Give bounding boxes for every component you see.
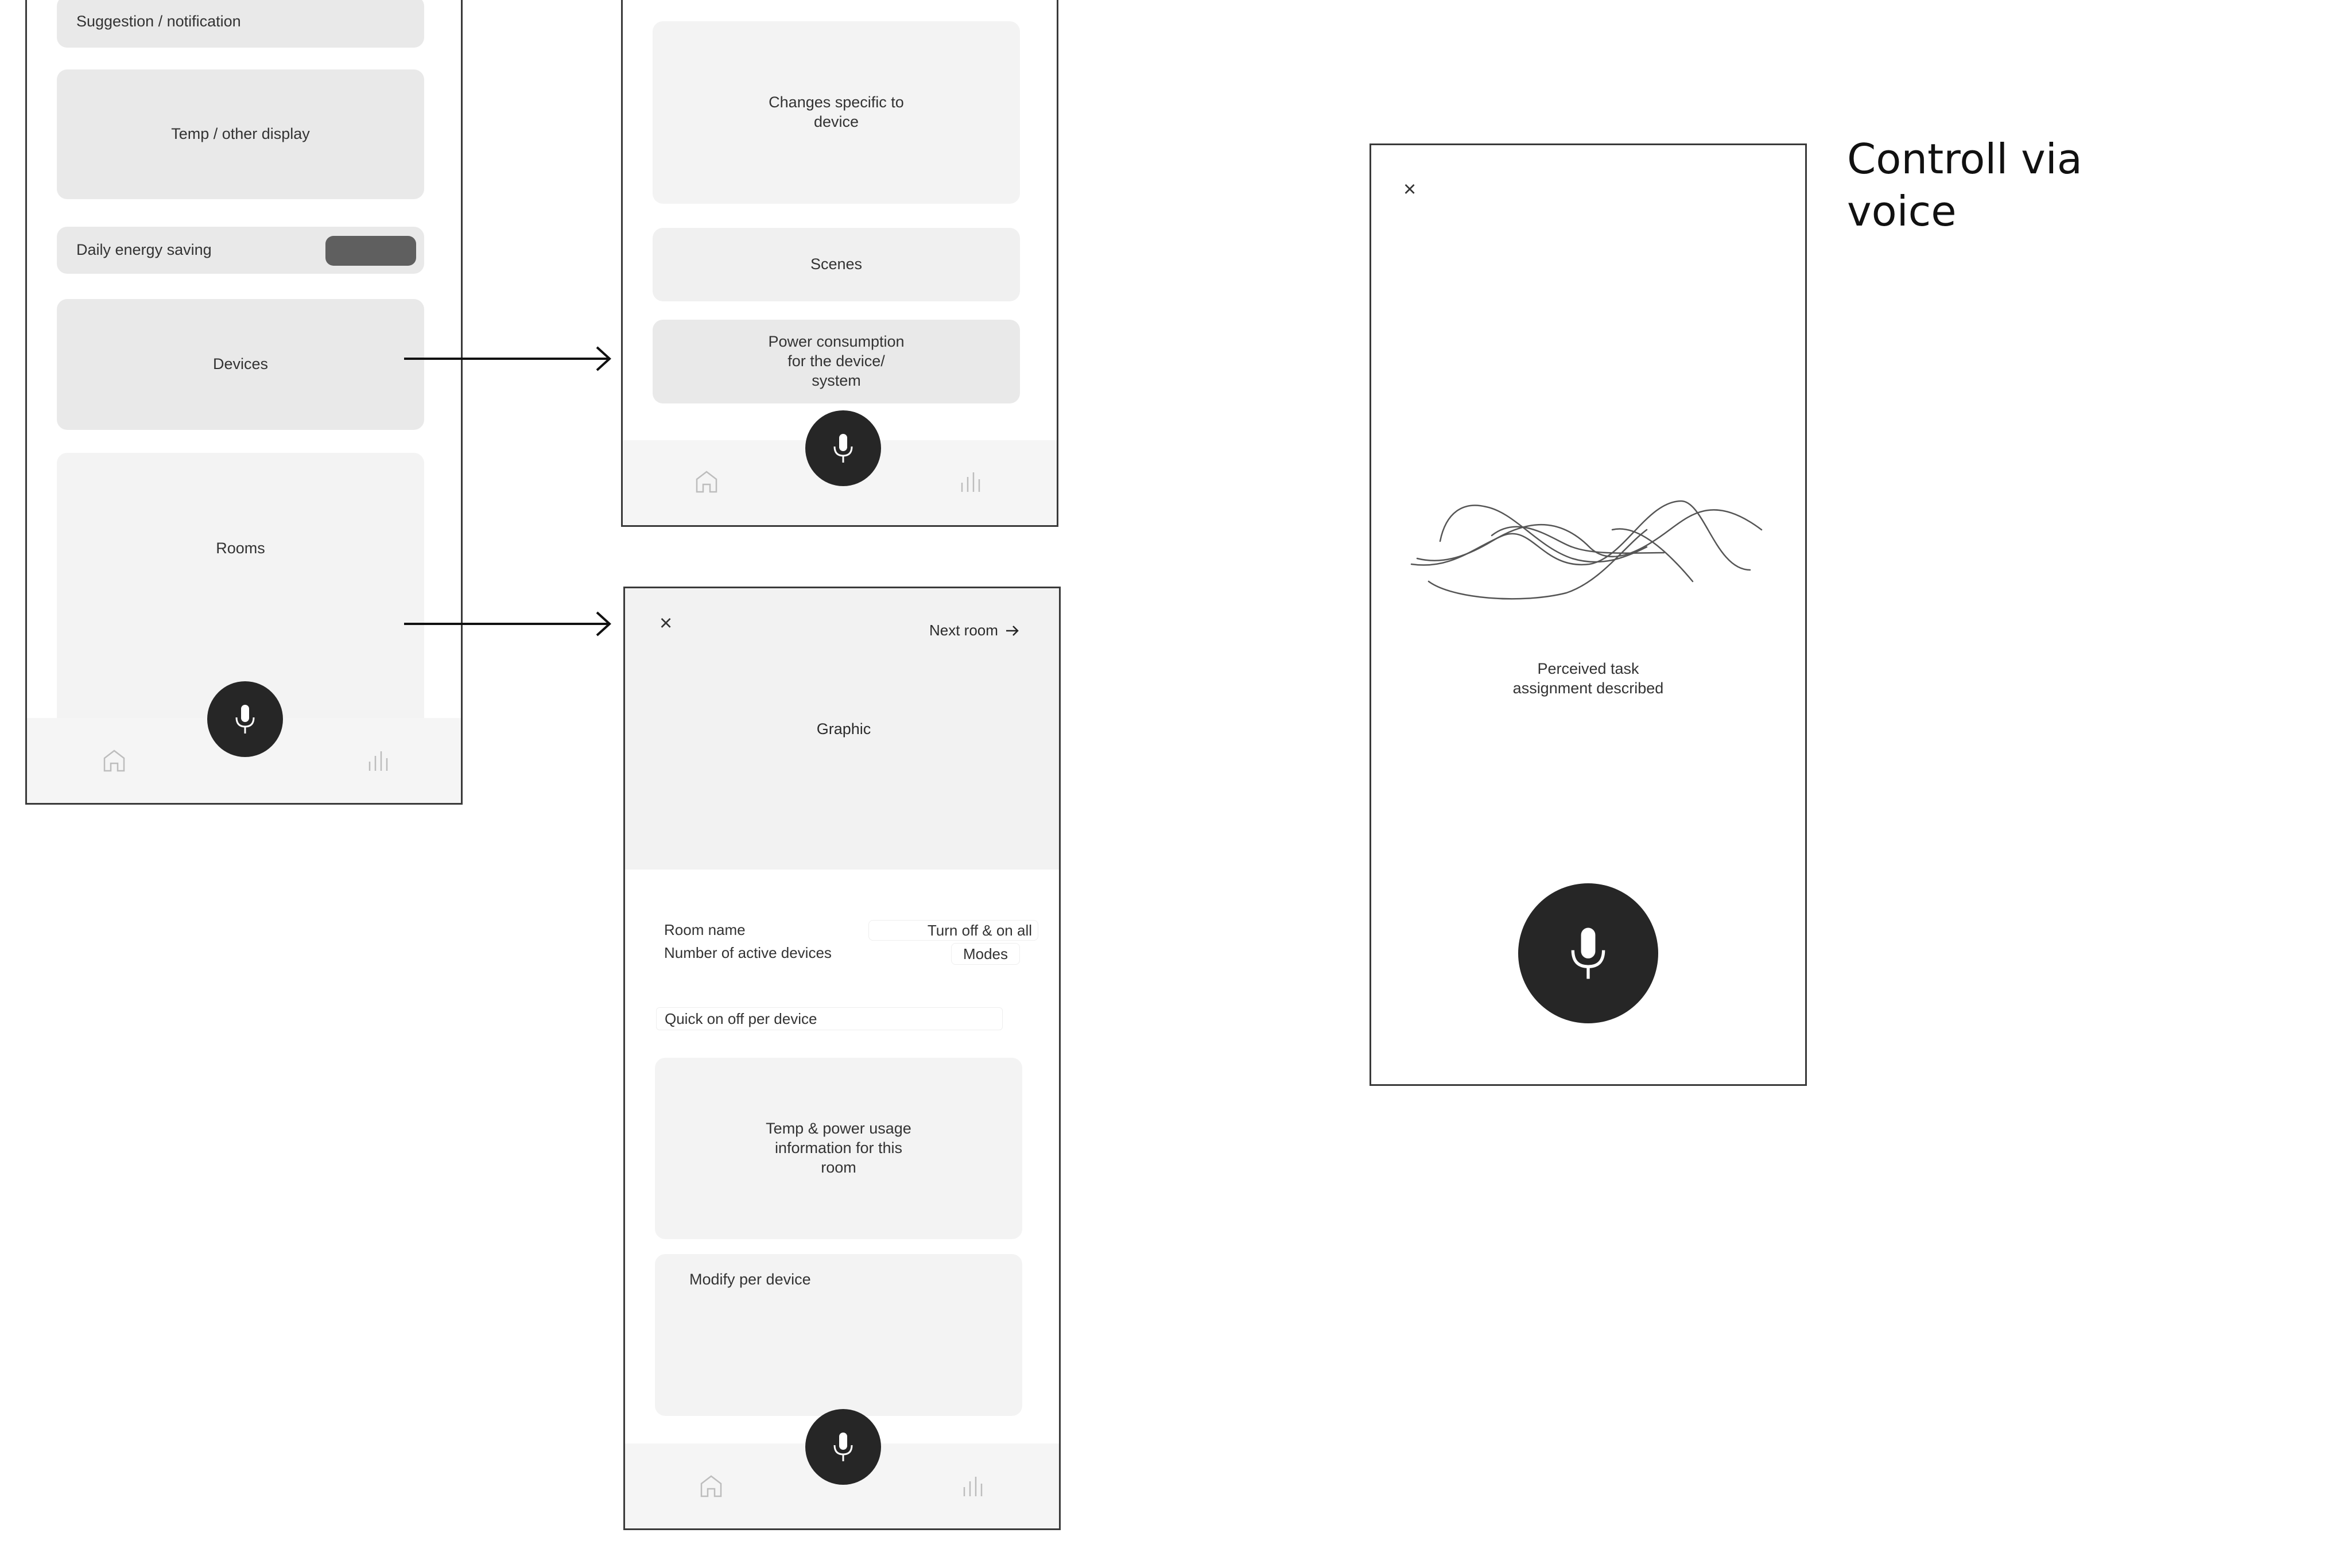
microphone-icon	[235, 705, 255, 733]
suggestion-label: Suggestion / notification	[76, 13, 241, 30]
home-screen: Suggestion / notification Temp / other d…	[25, 0, 463, 805]
bar-chart-icon[interactable]	[960, 1472, 986, 1497]
graphic-label: Graphic	[816, 720, 871, 738]
scenes-card[interactable]: Scenes	[653, 228, 1020, 301]
turn-off-on-all-button[interactable]: Turn off & on all	[868, 920, 1038, 941]
quick-on-off-label: Quick on off per device	[665, 1010, 817, 1027]
next-room-link[interactable]: Next room	[929, 622, 1020, 639]
temp-power-info-card[interactable]: Temp & power usage information for this …	[655, 1058, 1022, 1239]
home-icon[interactable]	[699, 1473, 724, 1499]
modify-per-device-label: Modify per device	[689, 1271, 811, 1288]
temp-display-label: Temp / other display	[171, 125, 310, 143]
graphic-area: Graphic	[625, 588, 1059, 870]
next-room-label: Next room	[929, 622, 998, 639]
arrow-rooms-to-room-screen	[404, 611, 611, 636]
voice-waveform	[1410, 500, 1763, 600]
quick-on-off-row[interactable]: Quick on off per device	[656, 1007, 1003, 1030]
arrow-right-icon	[1006, 625, 1019, 636]
modify-per-device-card[interactable]: Modify per device	[655, 1254, 1022, 1416]
energy-saving-toggle[interactable]	[325, 236, 416, 266]
active-devices-count: Number of active devices	[664, 944, 832, 961]
close-icon[interactable]: ×	[1403, 177, 1417, 201]
devices-card[interactable]: Devices	[57, 299, 424, 430]
room-name: Room name	[664, 921, 746, 938]
temp-power-info-label: Temp & power usage information for this …	[766, 1120, 911, 1176]
devices-label: Devices	[212, 355, 269, 373]
home-icon[interactable]	[102, 748, 127, 773]
rooms-label: Rooms	[216, 540, 265, 557]
mic-button[interactable]	[805, 1409, 881, 1485]
voice-screen: × Perceived task assignment described	[1370, 143, 1807, 1086]
power-consumption-label: Power consumption for the device/ system	[768, 333, 905, 389]
temp-display-card[interactable]: Temp / other display	[57, 69, 424, 199]
microphone-icon	[1571, 927, 1605, 979]
mic-button[interactable]	[805, 410, 881, 486]
power-consumption-card[interactable]: Power consumption for the device/ system	[653, 320, 1020, 403]
microphone-icon	[833, 434, 853, 463]
bar-chart-icon[interactable]	[366, 747, 391, 772]
modes-button[interactable]: Modes	[951, 943, 1020, 965]
device-screen: Changes specific to device Scenes Power …	[621, 0, 1058, 527]
arrow-devices-to-device-screen	[404, 346, 611, 371]
home-icon[interactable]	[694, 469, 719, 494]
energy-saving-label: Daily energy saving	[76, 241, 212, 259]
voice-control-heading: Controll via voice	[1847, 135, 2082, 236]
turn-off-on-all-label: Turn off & on all	[927, 921, 1032, 939]
suggestion-notification-card[interactable]: Suggestion / notification	[57, 0, 424, 48]
microphone-icon	[833, 1433, 853, 1461]
scenes-label: Scenes	[810, 255, 863, 273]
voice-caption: Perceived task assignment described	[1512, 660, 1664, 697]
energy-saving-card[interactable]: Daily energy saving	[57, 227, 424, 274]
close-icon[interactable]: ×	[659, 611, 673, 635]
room-screen: Graphic × Next room Room name Number of …	[623, 587, 1061, 1530]
modes-label: Modes	[963, 945, 1008, 962]
bar-chart-icon[interactable]	[958, 468, 983, 493]
device-changes-label: Changes specific to device	[769, 94, 904, 130]
mic-button[interactable]	[207, 681, 283, 757]
voice-mic-button[interactable]	[1518, 883, 1658, 1023]
device-changes-card[interactable]: Changes specific to device	[653, 21, 1020, 204]
